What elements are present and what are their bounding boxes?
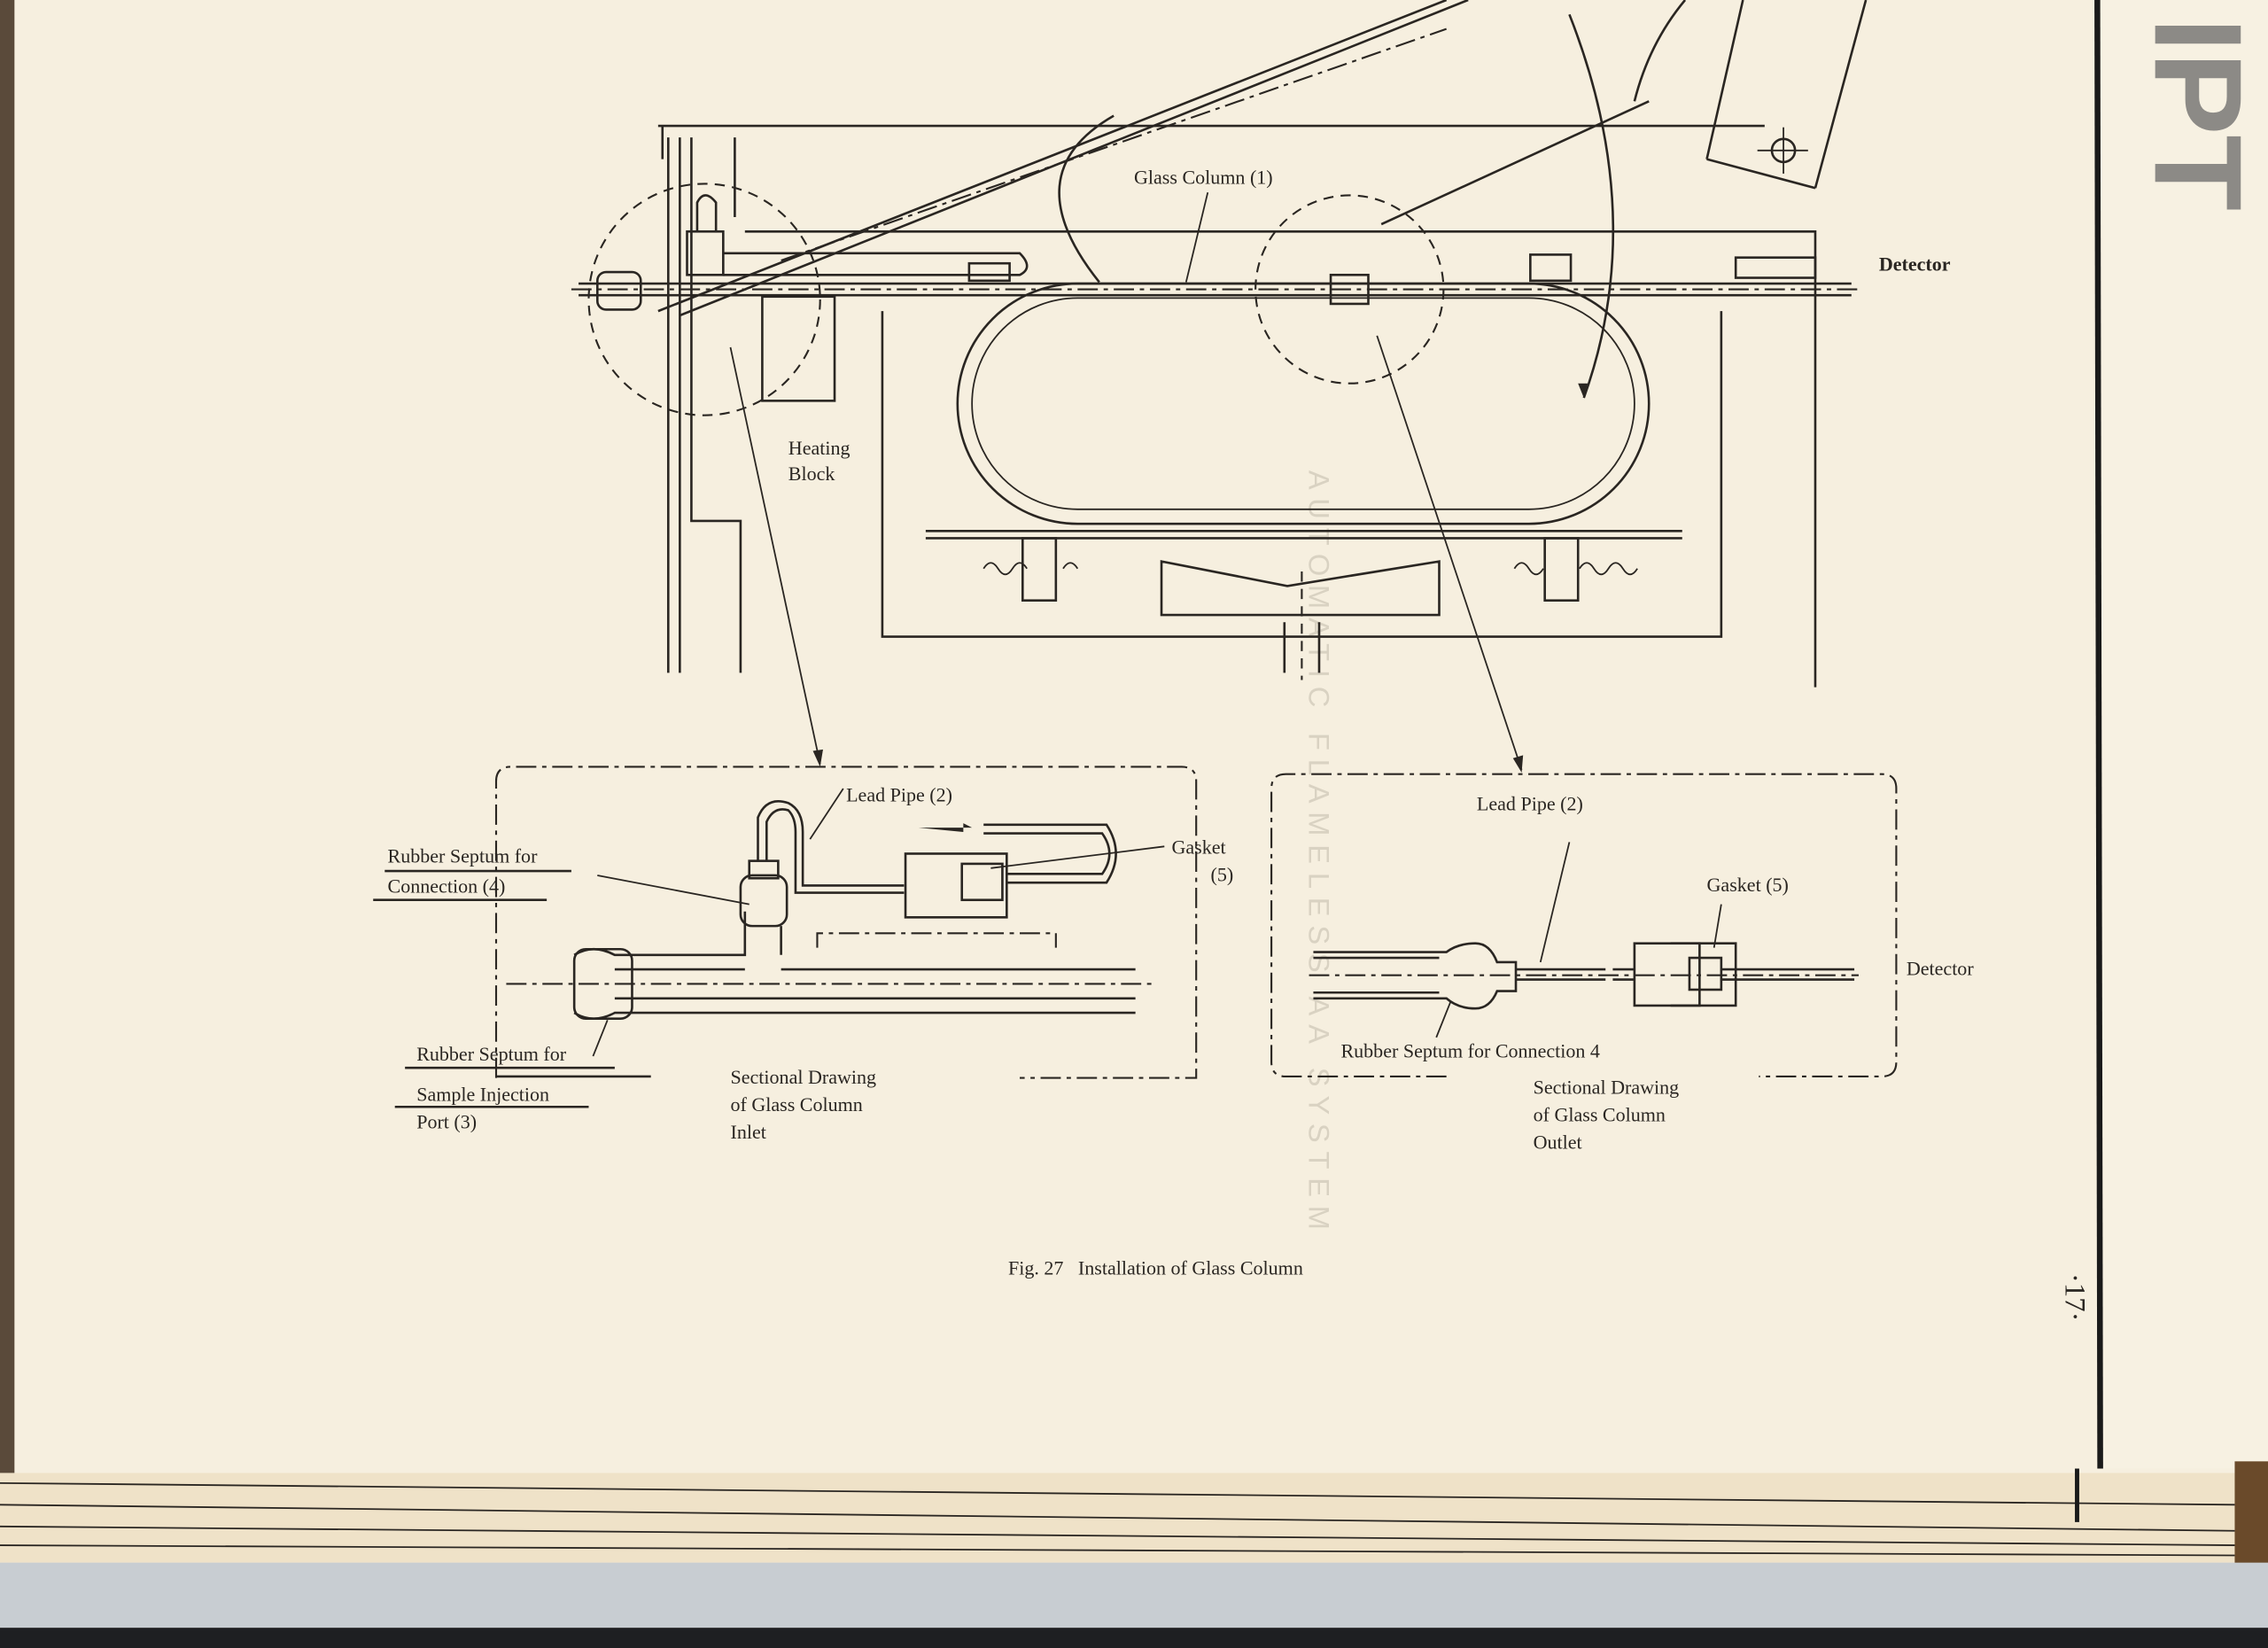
figure-caption: Fig. 27 Installation of Glass Column bbox=[1008, 1257, 1303, 1279]
outlet-sectional-drawing bbox=[1270, 773, 1898, 1078]
inlet-label-septum-connection-1: Rubber Septum for bbox=[388, 844, 539, 867]
inlet-label-septum-connection-2: Connection (4) bbox=[388, 875, 506, 898]
outlet-label-detector: Detector bbox=[1907, 958, 1974, 980]
inlet-label-septum-injection-1: Rubber Septum for bbox=[416, 1043, 567, 1065]
label-heating-block-1: Heating bbox=[788, 437, 850, 459]
inlet-label-lead-pipe: Lead Pipe (2) bbox=[846, 784, 952, 806]
outlet-label-lead-pipe: Lead Pipe (2) bbox=[1477, 792, 1583, 814]
label-glass-column: Glass Column (1) bbox=[1134, 166, 1273, 188]
outlet-label-gasket: Gasket (5) bbox=[1707, 874, 1789, 896]
page-edge-lines bbox=[0, 1481, 2235, 1557]
inlet-label-gasket-2: (5) bbox=[1211, 864, 1234, 886]
label-heating-block-2: Block bbox=[788, 463, 836, 485]
page-number: ·17· bbox=[2058, 1273, 2090, 1321]
outlet-title-3: Outlet bbox=[1534, 1131, 1582, 1154]
inlet-sectional-drawing bbox=[373, 766, 1198, 1108]
inlet-label-septum-injection-3: Port (3) bbox=[416, 1111, 477, 1133]
inlet-label-septum-injection-2: Sample Injection bbox=[416, 1084, 549, 1106]
inlet-title-3: Inlet bbox=[730, 1121, 765, 1143]
next-page-heading: IPT bbox=[2129, 18, 2268, 211]
page-gutter-line bbox=[2094, 0, 2103, 1469]
left-page-edge bbox=[0, 0, 15, 1476]
inlet-title-2: of Glass Column bbox=[730, 1093, 862, 1116]
inlet-label-gasket-1: Gasket bbox=[1171, 836, 1225, 858]
outlet-title-1: Sectional Drawing bbox=[1534, 1077, 1680, 1099]
outlet-title-2: of Glass Column bbox=[1534, 1104, 1666, 1126]
label-detector-main: Detector bbox=[1879, 253, 1951, 275]
outlet-label-septum-connection: Rubber Septum for Connection 4 bbox=[1340, 1040, 1599, 1062]
bleed-through-text: AUTOMATIC FLAMELESS AA SYSTEM bbox=[1303, 470, 1336, 1239]
instrument-oven-drawing bbox=[571, 0, 1868, 773]
scanner-border bbox=[0, 1628, 2268, 1648]
inlet-title-1: Sectional Drawing bbox=[730, 1066, 876, 1088]
scanner-bed bbox=[0, 1562, 2268, 1629]
next-page-strip bbox=[2100, 0, 2268, 1469]
